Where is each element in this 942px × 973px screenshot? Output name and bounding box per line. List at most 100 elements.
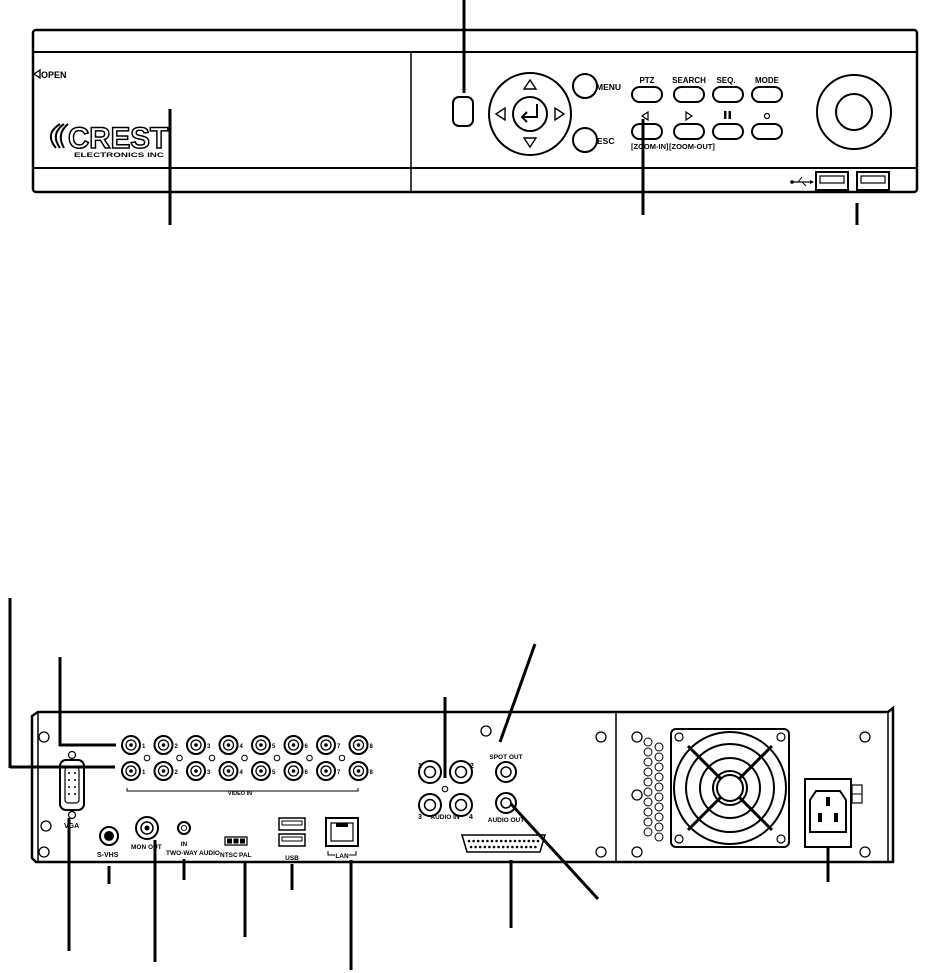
front-usb-port-1[interactable] <box>815 171 849 191</box>
ptz-button[interactable] <box>631 86 663 103</box>
vent-hole <box>654 772 664 782</box>
menu-button[interactable] <box>572 73 598 99</box>
play-button[interactable] <box>673 123 705 140</box>
screw <box>241 754 248 762</box>
audio-in-port-2[interactable] <box>449 760 473 784</box>
video-in-port-8[interactable] <box>348 735 369 755</box>
video-in-number: 5 <box>272 744 276 750</box>
rewind-button[interactable] <box>631 123 663 140</box>
mode-button[interactable] <box>751 86 783 103</box>
audio-in-port-1[interactable] <box>418 760 442 784</box>
enter-icon[interactable] <box>520 104 538 123</box>
usb-label: USB <box>285 855 299 862</box>
left-arrow-icon[interactable] <box>494 106 506 122</box>
pin <box>509 839 512 843</box>
screws <box>38 725 871 858</box>
vent-hole <box>643 737 653 747</box>
video-in-loop-port-8[interactable] <box>348 761 369 781</box>
pal-label: PAL <box>239 852 252 859</box>
video-in-port-7[interactable] <box>316 735 336 755</box>
pin <box>522 839 526 843</box>
open-label: OPEN <box>41 70 67 80</box>
video-in-number: 1 <box>142 770 146 776</box>
video-in-port-4[interactable] <box>218 735 239 755</box>
record-button[interactable] <box>751 123 783 140</box>
video-in-number: 3 <box>207 770 211 776</box>
vent-hole <box>643 787 653 797</box>
two-way-audio-label: TWO-WAY AUDIO <box>166 850 220 857</box>
audio-in-port-4[interactable] <box>449 793 473 817</box>
vent-hole <box>654 802 664 812</box>
video-in-loop-port-2[interactable] <box>153 761 174 781</box>
pin <box>478 845 482 849</box>
video-in-loop-port-4[interactable] <box>218 761 239 781</box>
up-arrow-icon[interactable] <box>522 78 538 90</box>
video-in-port-1[interactable] <box>121 735 141 755</box>
screw <box>143 754 151 762</box>
video-in-port-5[interactable] <box>251 735 271 755</box>
pin <box>469 845 473 849</box>
jog-dial-center[interactable] <box>835 93 873 131</box>
audio-in-port-3[interactable] <box>418 793 442 817</box>
screw <box>338 754 346 762</box>
vga-port[interactable] <box>59 759 85 811</box>
rear-usb-port-1[interactable] <box>278 817 306 831</box>
spot-out-label: SPOT OUT <box>489 754 522 761</box>
vent-hole <box>654 822 664 832</box>
audio-in-group <box>418 760 473 817</box>
video-in-port-2[interactable] <box>153 735 174 755</box>
video-in-port-3[interactable] <box>186 735 206 755</box>
pin <box>488 845 491 849</box>
pin <box>472 839 475 843</box>
ptz-label: PTZ <box>639 76 654 85</box>
front-usb-port-2[interactable] <box>856 171 890 191</box>
video-in-loop-port-7[interactable] <box>316 761 336 781</box>
video-in-loop-port-3[interactable] <box>186 761 206 781</box>
video-in-port-6[interactable] <box>283 735 304 755</box>
pin <box>467 839 471 843</box>
sensor-alarm-connector[interactable] <box>460 834 547 853</box>
seq-label: SEQ. <box>716 76 735 85</box>
down-arrow-icon[interactable] <box>522 137 538 149</box>
pin <box>520 845 523 849</box>
seq-button[interactable] <box>712 86 744 103</box>
eject-arrow-icon <box>32 68 41 80</box>
front-panel: OPEN CREST ELECTRONICS INC MENU ESC PTZ <box>31 0 919 225</box>
video-in-number: 7 <box>337 744 341 750</box>
vent-hole <box>654 792 664 802</box>
right-arrow-icon[interactable] <box>554 106 566 122</box>
pause-button[interactable] <box>712 123 744 140</box>
front-usb-port-1-slot <box>819 175 845 184</box>
rear-usb-port-2[interactable] <box>278 833 306 847</box>
zoom-out-label: [ZOOM-OUT] <box>669 142 715 151</box>
screw <box>176 754 183 762</box>
video-in-number: 6 <box>305 770 309 776</box>
video-in-loop-port-6[interactable] <box>283 761 304 781</box>
search-button[interactable] <box>673 86 705 103</box>
ntsc-pal-switch[interactable] <box>224 836 248 846</box>
pin <box>504 839 508 843</box>
video-in-number: 2 <box>175 744 179 750</box>
vent-hole <box>654 832 664 842</box>
vent-hole <box>643 777 653 787</box>
esc-label: ESC <box>597 136 614 146</box>
pin <box>501 845 505 849</box>
ntsc-label: NTSC <box>220 852 238 859</box>
rewind-icon <box>640 110 649 122</box>
video-in-loop-port-1[interactable] <box>121 761 141 781</box>
brand-name: CREST <box>68 122 168 155</box>
usb-icon <box>790 176 814 187</box>
navigation-pad[interactable] <box>488 72 572 156</box>
vent-hole <box>643 767 653 777</box>
video-in-number: 4 <box>240 770 244 776</box>
video-in-number: 3 <box>207 744 211 750</box>
vent-hole <box>643 757 653 767</box>
in-label: IN <box>181 841 188 848</box>
pin <box>481 839 485 843</box>
esc-button[interactable] <box>572 127 598 153</box>
pause-icon <box>724 111 731 119</box>
video-in-loop-port-5[interactable] <box>251 761 271 781</box>
callout-spot-out <box>498 643 537 743</box>
